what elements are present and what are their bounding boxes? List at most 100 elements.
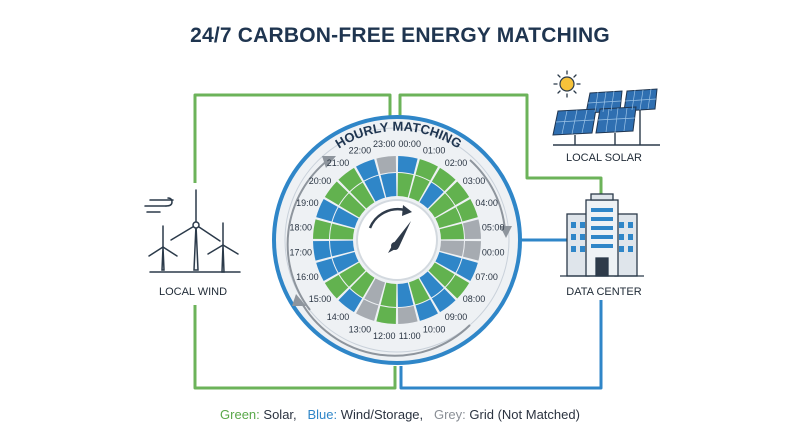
center-dial-arrow bbox=[368, 207, 406, 229]
hour-label: 00:00 bbox=[398, 139, 421, 149]
wind-to-clock-line bbox=[193, 305, 397, 390]
outer-hour-segment bbox=[415, 299, 438, 321]
legend-green-text: Solar, bbox=[263, 407, 297, 422]
hour-label: 05:00 bbox=[482, 222, 505, 232]
clock-inner-rim bbox=[284, 127, 510, 353]
data-center-icon bbox=[560, 193, 644, 277]
inner-hour-segment bbox=[435, 251, 462, 273]
hour-label: 15:00 bbox=[309, 294, 332, 304]
hour-label: 22:00 bbox=[349, 145, 372, 155]
outer-hour-segment bbox=[431, 167, 456, 192]
hour-label: 04:00 bbox=[475, 198, 498, 208]
outer-hour-segment bbox=[462, 240, 481, 261]
inner-hour-segment bbox=[397, 282, 414, 307]
inner-hour-segment bbox=[364, 175, 386, 202]
inner-hour-segment bbox=[332, 207, 359, 229]
wind-to-top-line bbox=[193, 93, 392, 183]
hour-segments bbox=[313, 156, 481, 324]
page-title: 24/7 CARBON-FREE ENERGY MATCHING bbox=[190, 24, 610, 47]
inner-hour-segment bbox=[380, 282, 397, 307]
legend-blue-key: Blue: bbox=[307, 407, 338, 422]
outer-hour-segment bbox=[313, 240, 332, 261]
outer-hour-segment bbox=[445, 274, 470, 299]
inner-hour-segment bbox=[350, 182, 375, 209]
outer-hour-segment bbox=[456, 258, 478, 281]
inner-hour-segment bbox=[435, 207, 462, 229]
hour-label: 19:00 bbox=[296, 198, 319, 208]
hour-label: 12:00 bbox=[373, 331, 396, 341]
inner-hour-segment bbox=[408, 175, 430, 202]
inner-hour-segment bbox=[350, 271, 375, 298]
outer-hour-segment bbox=[356, 299, 379, 321]
outer-hour-segment bbox=[397, 305, 418, 324]
inner-hour-segment bbox=[419, 182, 444, 209]
hour-label: 13:00 bbox=[349, 325, 372, 335]
inner-hour-segment bbox=[330, 240, 355, 257]
outer-hour-segment bbox=[316, 199, 338, 222]
clock-to-solar-line bbox=[398, 93, 603, 195]
hour-label: 03:00 bbox=[463, 176, 486, 186]
hour-label: 17:00 bbox=[290, 248, 313, 258]
inner-hour-segment bbox=[339, 193, 366, 218]
datacenter-return-line bbox=[399, 300, 603, 390]
center-dial-arrow-head bbox=[402, 205, 412, 216]
inner-hour-segment bbox=[364, 278, 386, 305]
center-dial-hub bbox=[391, 242, 399, 250]
hour-label: 23:00 bbox=[373, 139, 396, 149]
inner-hour-segment bbox=[332, 251, 359, 273]
outer-hour-segment bbox=[338, 167, 363, 192]
solar-panel-icon bbox=[552, 70, 660, 146]
arrow-head-left bbox=[322, 156, 336, 168]
inner-hour-segment bbox=[428, 193, 455, 218]
inner-hour-segment bbox=[439, 240, 464, 257]
outer-hour-segment bbox=[324, 181, 349, 206]
legend-grey-text: Grid (Not Matched) bbox=[469, 407, 580, 422]
hour-label: 20:00 bbox=[309, 176, 332, 186]
hour-label: 09:00 bbox=[445, 312, 468, 322]
outer-hour-segment bbox=[313, 219, 332, 240]
outer-hour-segment bbox=[456, 199, 478, 222]
inner-hour-segment bbox=[339, 262, 366, 287]
outer-hour-segment bbox=[376, 156, 397, 175]
arrow-head-right bbox=[500, 226, 512, 238]
outer-hour-segment bbox=[462, 219, 481, 240]
inner-hour-segment bbox=[397, 173, 414, 198]
hour-label: 14:00 bbox=[327, 312, 350, 322]
hour-label: 01:00 bbox=[423, 145, 446, 155]
legend-blue-text: Wind/Storage, bbox=[340, 407, 424, 422]
outer-hour-segment bbox=[415, 159, 438, 181]
inner-hour-segment bbox=[428, 262, 455, 287]
outer-hour-segment bbox=[376, 305, 397, 324]
wind-turbine-icon bbox=[144, 189, 241, 273]
outer-hour-segment bbox=[316, 258, 338, 281]
inner-hour-segment bbox=[330, 223, 355, 240]
hour-label: 16:00 bbox=[296, 272, 319, 282]
inner-hour-segment bbox=[408, 278, 430, 305]
clockwise-arrow-bottom bbox=[299, 299, 471, 357]
legend-green-key: Green: bbox=[220, 407, 260, 422]
local-solar-label: LOCAL SOLAR bbox=[566, 152, 642, 164]
color-legend: Green: Solar, Blue: Wind/Storage, Grey: … bbox=[0, 407, 800, 422]
outer-hour-segment bbox=[338, 288, 363, 313]
connection-lines bbox=[193, 93, 603, 390]
hour-labels: 00:0001:0002:0003:0004:0005:0000:0007:00… bbox=[290, 139, 505, 341]
hour-label: 18:00 bbox=[290, 222, 313, 232]
hour-label: 02:00 bbox=[445, 158, 468, 168]
arrow-head-bottom bbox=[292, 294, 306, 306]
local-wind-label: LOCAL WIND bbox=[159, 286, 227, 298]
outer-hour-segment bbox=[445, 181, 470, 206]
inner-hour-segment bbox=[419, 271, 444, 298]
data-center-label: DATA CENTER bbox=[566, 286, 641, 298]
hour-label: 08:00 bbox=[463, 294, 486, 304]
outer-hour-segment bbox=[431, 288, 456, 313]
outer-hour-segment bbox=[356, 159, 379, 181]
inner-hour-segment bbox=[439, 223, 464, 240]
inner-hour-segment bbox=[380, 173, 397, 198]
outer-hour-segment bbox=[397, 156, 418, 175]
hour-label: 10:00 bbox=[423, 325, 446, 335]
clockwise-arrow-left bbox=[286, 159, 329, 311]
legend-grey-key: Grey: bbox=[433, 407, 466, 422]
outer-hour-segment bbox=[324, 274, 349, 299]
hour-label: 11:00 bbox=[399, 331, 421, 341]
